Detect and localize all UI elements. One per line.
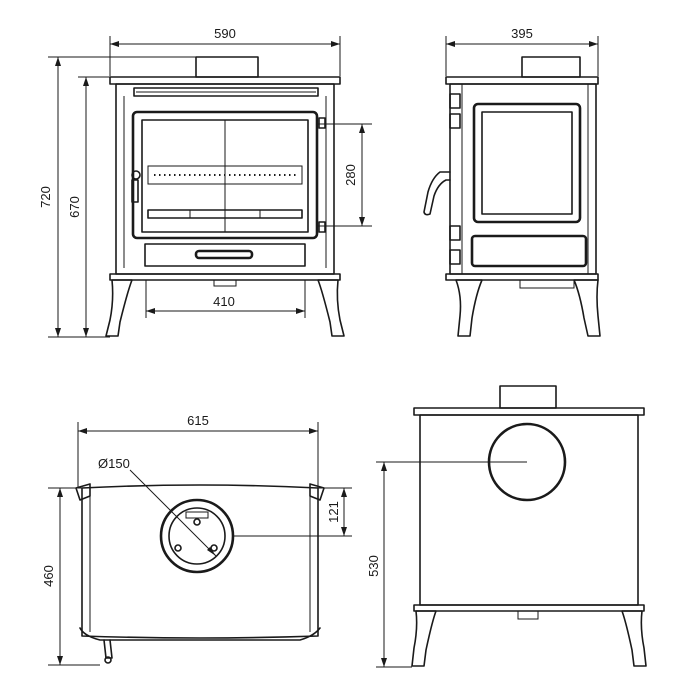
dim-label-front-total-height: 720	[38, 186, 53, 208]
dim-side-depth: 395	[445, 26, 599, 76]
dim-label-front-body-height: 670	[67, 196, 82, 218]
side-view	[423, 56, 601, 337]
dim-label-top-depth: 460	[41, 565, 56, 587]
dim-top-depth: 460	[41, 487, 100, 666]
top-view	[75, 483, 325, 664]
dim-top-flue-offset: 121	[233, 487, 352, 537]
dim-front-glass-width: 410	[145, 280, 306, 318]
dim-rear-flue-height: 530	[366, 461, 527, 668]
dim-label-front-width: 590	[214, 26, 236, 41]
dim-front-total-height: 720	[38, 56, 196, 338]
dim-top-width: 615	[77, 413, 319, 488]
rear-view	[411, 385, 647, 667]
dim-label-top-flue-offset: 121	[326, 501, 341, 523]
front-view	[105, 56, 345, 337]
dim-label-front-glass-height: 280	[343, 164, 358, 186]
dim-front-width: 590	[109, 26, 341, 76]
dim-label-rear-flue-height: 530	[366, 555, 381, 577]
dim-top-flue-diameter: Ø150	[98, 456, 217, 557]
dim-label-front-glass-width: 410	[213, 294, 235, 309]
dim-front-glass-height: 280	[318, 123, 372, 227]
dim-label-top-width: 615	[187, 413, 209, 428]
dim-front-body-height: 670	[67, 76, 110, 337]
dim-label-top-flue-diameter: Ø150	[98, 456, 130, 471]
dim-label-side-depth: 395	[511, 26, 533, 41]
